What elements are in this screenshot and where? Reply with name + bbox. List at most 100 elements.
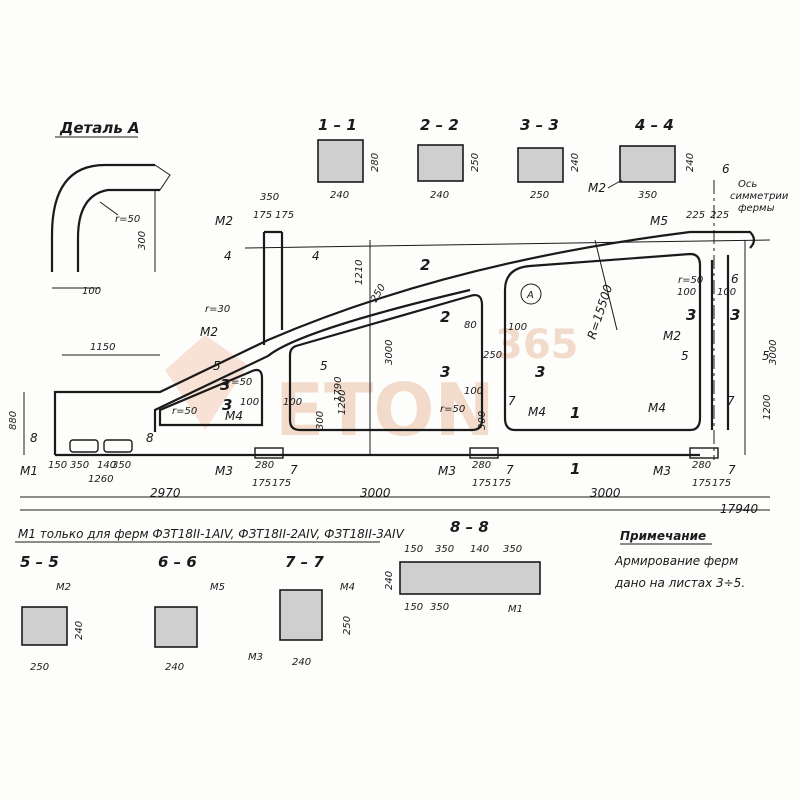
dim-225-b: 225 <box>710 210 729 221</box>
remark-title: Примечание <box>620 529 706 543</box>
label-r30: r=30 <box>205 304 230 315</box>
sec-7-7-profile <box>279 589 323 641</box>
detail-dim-300: 300 <box>137 231 148 250</box>
section-4-4: 4 – 4 350 240 M2 <box>588 116 696 201</box>
sec-1-1-title: 1 – 1 <box>318 116 357 134</box>
sec-8-8-dim-150b: 150 <box>404 602 423 613</box>
dim-3000-b: 3000 <box>590 486 621 500</box>
sec-7-7-title: 7 – 7 <box>285 553 324 571</box>
watermark-eton: ETON <box>275 368 495 452</box>
sec-6-6-mark: M5 <box>210 582 225 593</box>
sec-2-2-width: 240 <box>430 190 449 201</box>
dim-1260: 1260 <box>88 474 113 485</box>
sec-5-5-profile <box>21 606 68 646</box>
panel-opening-right <box>503 252 702 432</box>
dim-1200-right: 1200 <box>762 395 773 420</box>
label-m3-right: M3 <box>653 464 671 478</box>
remark: Примечание Армирование ферм дано на лист… <box>614 529 745 590</box>
cut-8-left: 8 <box>30 431 38 445</box>
panel-2-lower: 2 <box>440 308 450 326</box>
cut-5-right: 5 <box>320 359 328 373</box>
dim-250-diag: 250 <box>369 282 388 304</box>
dim-1790: 1790 <box>333 377 344 402</box>
dim-225-a: 225 <box>686 210 705 221</box>
dim-1150: 1150 <box>90 342 115 353</box>
cut-7-sup-l: 7 <box>290 463 298 477</box>
section-3-3: 3 – 3 250 240 <box>517 116 581 201</box>
cut-4-left: 4 <box>224 249 232 263</box>
label-r50-right: r=50 <box>678 275 703 286</box>
detail-a-marker <box>520 283 542 305</box>
label-m5: M5 <box>650 214 668 228</box>
dim-350-m1-b: 350 <box>112 460 131 471</box>
section-8-8: 8 – 8 150 350 140 350 150 350 240 M1 <box>384 518 541 615</box>
panel-1-inner: 1 <box>570 404 580 422</box>
sec-6-6-width: 240 <box>165 662 184 673</box>
label-m3-left: M3 <box>215 464 233 478</box>
label-m2-left: M2 <box>200 325 218 339</box>
cut-7-mid: 7 <box>508 394 516 408</box>
detail-radius: r=50 <box>115 214 140 225</box>
support-m3-mid <box>469 447 499 459</box>
dim-3000-mid: 3000 <box>384 340 395 365</box>
sec-5-5-width: 250 <box>30 662 49 673</box>
detail-a-marker-label: A <box>526 290 534 301</box>
axis-of-symmetry: 6 Ось симметрии фермы <box>713 162 789 460</box>
label-m3-mid: M3 <box>438 464 456 478</box>
sec-8-8-dim-350a: 350 <box>435 544 454 555</box>
cut-6-post: 6 <box>731 272 739 286</box>
sec-4-4-profile <box>619 145 676 183</box>
sec-8-8-dim-350b: 350 <box>503 544 522 555</box>
sec-8-8-mark: M1 <box>508 604 523 615</box>
sec-8-8-dim-150: 150 <box>404 544 423 555</box>
sec-1-1-profile <box>317 139 364 183</box>
dim-140: 140 <box>97 460 116 471</box>
cut-7-sup-r: 7 <box>728 463 736 477</box>
section-7-7: 7 – 7 M4 M3 240 250 <box>248 553 355 668</box>
sec-5-5-height: 240 <box>74 621 85 640</box>
dim-150: 150 <box>48 460 67 471</box>
dim-250-mid: 250 <box>483 350 502 361</box>
panel-3-end-a: 3 <box>220 376 230 394</box>
dim-280-mid: 280 <box>472 460 491 471</box>
dim-880: 880 <box>8 411 19 430</box>
axis-label-3: фермы <box>738 203 775 214</box>
radius-leader <box>594 239 618 331</box>
dim-175-sup-l1: 175 <box>252 478 271 489</box>
sec-8-8-profile <box>399 561 541 595</box>
sec-8-8-title: 8 – 8 <box>450 518 489 536</box>
truss-top-chord-outer <box>53 230 756 455</box>
panel-3-left: 3 <box>440 363 450 381</box>
dim-175-sup-r1: 175 <box>692 478 711 489</box>
label-m4-right: M4 <box>648 401 666 415</box>
detail-radius-leader <box>99 201 119 216</box>
dim-100-a: 100 <box>240 397 259 408</box>
panel-2-upper: 2 <box>420 256 430 274</box>
label-r50-left: r=50 <box>172 406 197 417</box>
sec-8-8-dim-350c: 350 <box>430 602 449 613</box>
dim-100-b: 100 <box>283 397 302 408</box>
sec-2-2-height: 250 <box>470 153 481 172</box>
detail-title: Деталь А <box>59 119 140 137</box>
dim-175-sup-m1: 175 <box>472 478 491 489</box>
section-6-6: 6 – 6 M5 240 <box>154 553 225 673</box>
dim-280-right: 280 <box>692 460 711 471</box>
label-m2-top: M2 <box>215 214 233 228</box>
dim-175-sup-r2: 175 <box>712 478 731 489</box>
detail-outer-contour <box>50 163 155 272</box>
sec-2-2-title: 2 – 2 <box>420 116 459 134</box>
label-m2-right: M2 <box>663 329 681 343</box>
panel-3-post-l: 3 <box>686 306 696 324</box>
dim-300-left: 300 <box>315 411 326 430</box>
dim-280-left: 280 <box>255 460 274 471</box>
label-radius: R=15500 <box>585 282 616 340</box>
dim-175-sup-l2: 175 <box>272 478 291 489</box>
panel-1-outer: 1 <box>570 460 580 478</box>
sec-1-1-height: 280 <box>370 153 381 172</box>
sec-8-8-height: 240 <box>384 571 395 590</box>
dim-3000-right: 3000 <box>768 340 779 365</box>
label-m1: M1 <box>20 464 38 478</box>
dim-80: 80 <box>464 320 477 331</box>
section-1-1: 1 – 1 240 280 <box>317 116 381 201</box>
